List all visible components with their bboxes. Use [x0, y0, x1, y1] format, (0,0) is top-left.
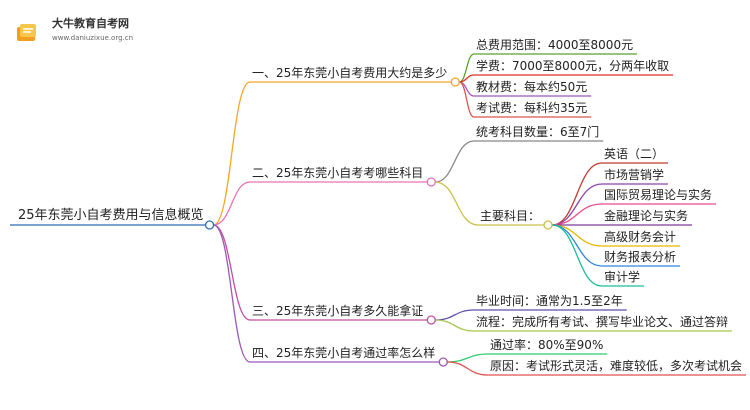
root-node-circle [204, 220, 215, 230]
leaf-total-cost: 总费用范围：4000至8000元 [476, 38, 634, 52]
subject-finance: 金融理论与实务 [604, 209, 689, 223]
subject-marketing: 市场营销学 [604, 168, 665, 182]
subject-4-connector [552, 224, 603, 247]
leaf-pass-rate: 通过率：80%至90% [490, 338, 604, 352]
leaf-textbook-fee: 教材费：每本约50元 [476, 80, 588, 94]
leaf-graduation-time: 毕业时间：通常为1.5至2年 [476, 294, 623, 308]
branch-0-connector [213, 81, 251, 226]
subject-6-connector [551, 224, 603, 287]
leaf-3-0-connector [447, 353, 489, 363]
subject-auditing: 审计学 [604, 270, 641, 284]
branch-cost: 一、25年东莞小自考费用大约是多少 [252, 66, 448, 80]
leaf-exam-fee: 考试费：每科约35元 [476, 101, 588, 115]
main-subjects-node-circle [543, 220, 553, 230]
branch-1-connector [213, 181, 251, 226]
branch-0-node-circle [450, 77, 460, 87]
branch-subjects: 二、25年东莞小自考考哪些科目 [252, 166, 424, 180]
subject-english: 英语（二） [604, 147, 665, 161]
subject-2-connector [552, 203, 603, 226]
leaf-2-0-connector [435, 309, 475, 321]
leaf-process: 流程：完成所有考试、撰写毕业论文、通过答辩 [476, 315, 729, 329]
leaf-1-1-connector [435, 181, 479, 226]
branch-2-connector [213, 224, 251, 321]
leaf-0-3-connector [458, 81, 475, 118]
book-logo-icon [17, 24, 36, 41]
brand-name: 大牛教育自考网 [52, 17, 129, 30]
leaf-reasons: 原因：考试形式灵活，难度较低，多次考试机会 [490, 359, 743, 373]
leaf-1-0-connector [435, 140, 475, 183]
branch-duration: 三、25年东莞小自考多久能拿证 [252, 304, 424, 318]
leaf-3-1-connector [447, 361, 489, 376]
branch-3-connector [213, 224, 251, 363]
subject-financial-statements: 财务报表分析 [604, 250, 677, 264]
brand-url: www.daniuzixue.org.cn [52, 34, 134, 42]
leaf-2-1-connector [435, 319, 475, 332]
subject-international-trade: 国际贸易理论与实务 [604, 188, 713, 202]
branch-2-node-circle [426, 315, 436, 325]
leaf-tuition: 学费：7000至8000元，分两年收取 [476, 59, 670, 73]
branch-3-node-circle [438, 357, 448, 367]
root-node: 25年东莞小自考费用与信息概览 [18, 208, 204, 223]
branch-pass-rate: 四、25年东莞小自考通过率怎么样 [252, 346, 436, 360]
leaf-subject-count: 统考科目数量：6至7门 [476, 125, 600, 139]
subject-advanced-accounting: 高级财务会计 [604, 230, 677, 244]
branch-1-node-circle [426, 177, 436, 187]
leaf-main-subjects: 主要科目： [480, 209, 541, 223]
subject-0-connector [551, 162, 603, 226]
